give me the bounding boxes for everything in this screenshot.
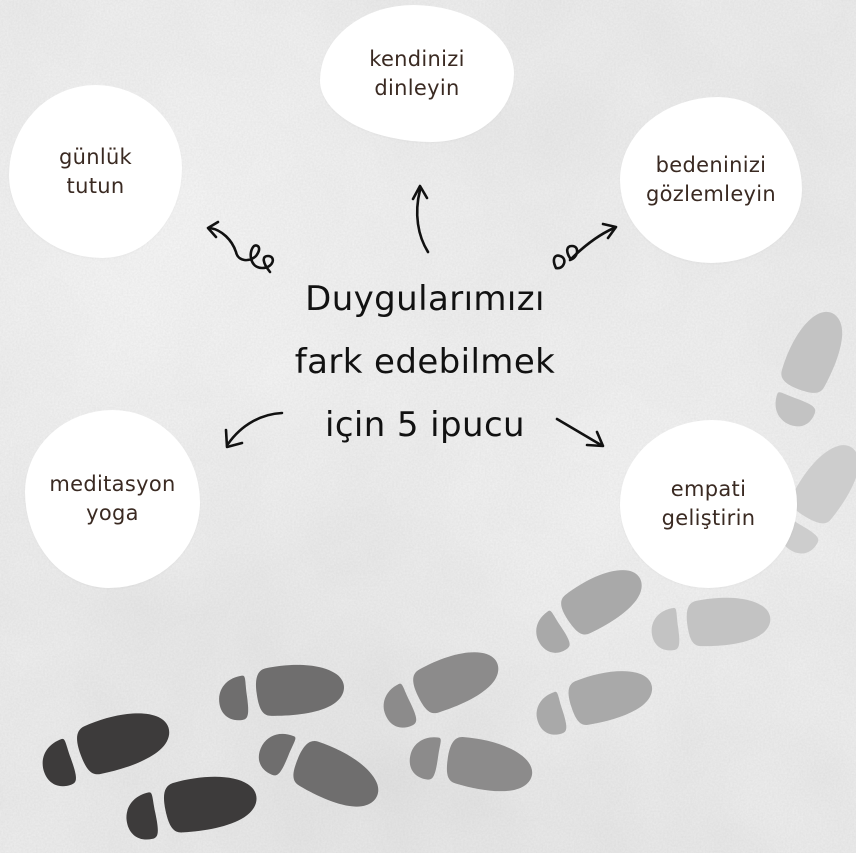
title-line: için 5 ipucu bbox=[324, 405, 525, 445]
tip-line: kendinizi bbox=[369, 46, 465, 71]
tip-line: yoga bbox=[86, 501, 139, 525]
tip-line: gözlemleyin bbox=[645, 182, 777, 206]
tip-meditation-yoga: meditasyon yoga bbox=[25, 410, 200, 588]
arrow-up-icon bbox=[411, 184, 430, 254]
tip-text: kendinizi dinleyin bbox=[369, 45, 465, 103]
tip-line: empati bbox=[670, 477, 747, 501]
arrow-right-down-icon bbox=[555, 417, 605, 448]
tip-line: bedeninizi bbox=[655, 153, 767, 177]
tip-line: geliştirin bbox=[661, 506, 756, 530]
arrow-left-down-icon bbox=[224, 411, 284, 449]
tip-text: empati geliştirin bbox=[662, 475, 756, 533]
tip-text: bedeninizi gözlemleyin bbox=[646, 151, 776, 209]
tip-line: dinleyin bbox=[374, 75, 460, 100]
title-line: fark edebilmek bbox=[294, 342, 556, 382]
curly-arrow-icon bbox=[206, 220, 275, 274]
tip-text: meditasyon yoga bbox=[49, 470, 175, 528]
curly-arrow-icon bbox=[552, 222, 618, 270]
tip-line: günlük bbox=[58, 144, 133, 169]
page-title: Duygularımızı fark edebilmek için 5 ipuc… bbox=[260, 268, 590, 458]
title-line: Duygularımızı bbox=[305, 279, 545, 319]
tip-line: meditasyon bbox=[49, 472, 176, 496]
tip-keep-journal: günlük tutun bbox=[9, 85, 182, 258]
tip-observe-body: bedeninizi gözlemleyin bbox=[620, 97, 802, 263]
tip-develop-empathy: empati geliştirin bbox=[620, 420, 797, 588]
tip-listen-yourself: kendinizi dinleyin bbox=[320, 5, 514, 142]
tip-text: günlük tutun bbox=[59, 143, 132, 201]
tip-line: tutun bbox=[66, 173, 125, 198]
